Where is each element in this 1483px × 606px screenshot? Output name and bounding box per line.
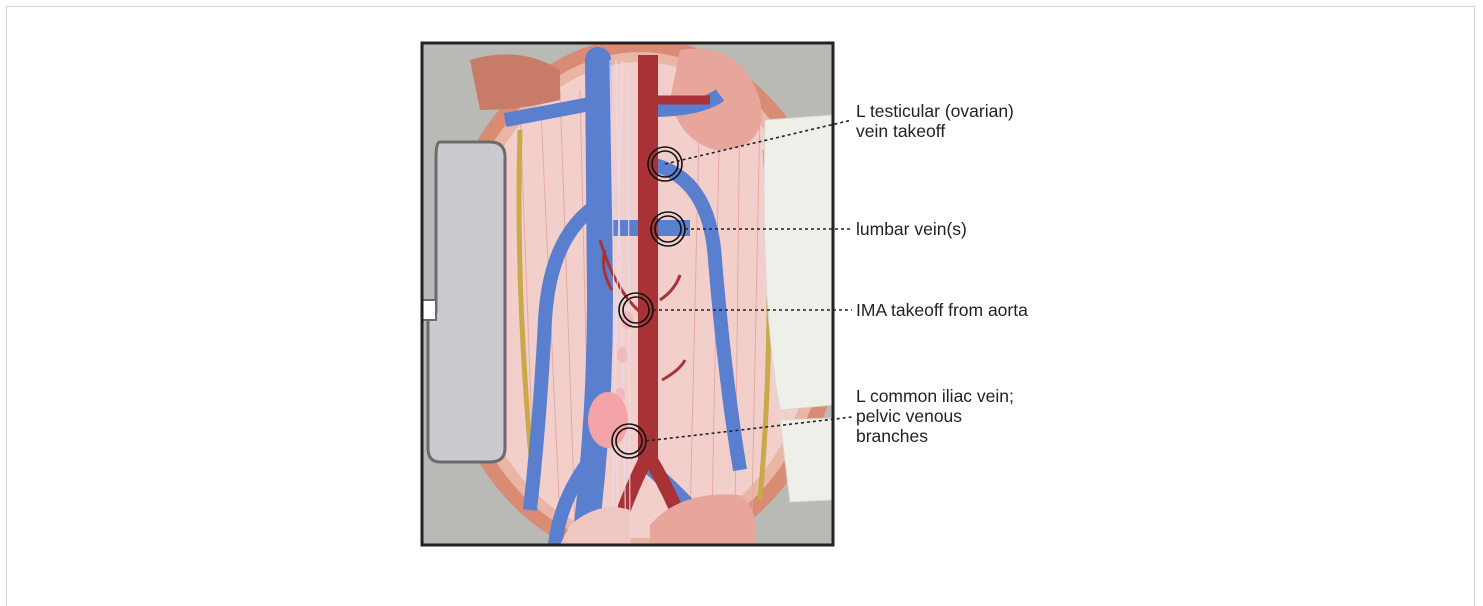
gauze-pad [764, 115, 833, 410]
callout-lumbar-vein: lumbar vein(s) [856, 219, 967, 239]
pelvic-mass [588, 392, 628, 448]
callout-line: branches [856, 426, 1014, 446]
retractor-handle-edge [422, 300, 436, 320]
callout-testicular-vein: L testicular (ovarian) vein takeoff [856, 101, 1014, 141]
callout-line: pelvic venous [856, 406, 1014, 426]
callout-line: L common iliac vein; [856, 386, 1014, 406]
callout-line: lumbar vein(s) [856, 219, 967, 239]
callout-line: L testicular (ovarian) [856, 101, 1014, 121]
callout-line: IMA takeoff from aorta [856, 300, 1028, 320]
callout-line: vein takeoff [856, 121, 1014, 141]
callout-iliac-vein: L common iliac vein; pelvic venous branc… [856, 386, 1014, 446]
retractor-blade [428, 142, 505, 462]
callout-ima-takeoff: IMA takeoff from aorta [856, 300, 1028, 320]
